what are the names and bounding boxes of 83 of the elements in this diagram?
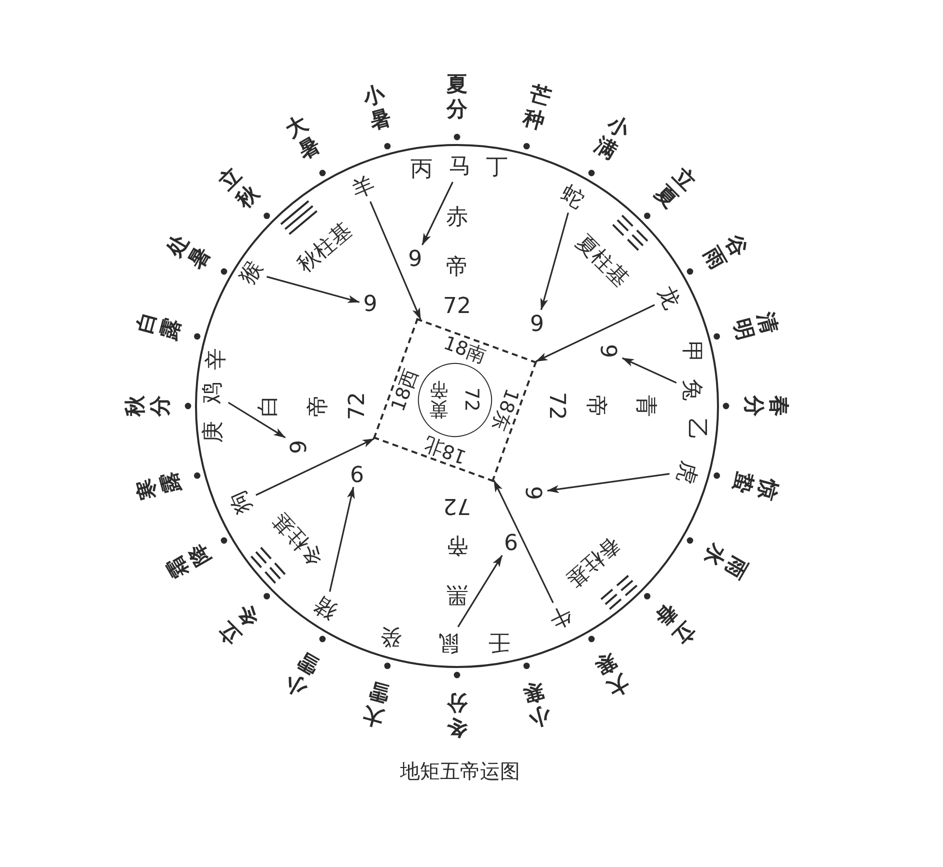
number-label: 9: [596, 344, 618, 358]
zodiac-animal-label: 兔: [680, 378, 702, 401]
emperor-label: 青帝: [584, 395, 656, 417]
arrow: [493, 480, 554, 604]
solar-term-label: 惊蛰: [730, 470, 780, 502]
zodiac-animal-label: 鼠: [438, 630, 460, 653]
stem-label: 甲: [680, 341, 702, 363]
arrow: [422, 182, 454, 246]
pillar-label: 秋柱基: [294, 220, 356, 276]
zodiac-animal-label: 羊: [350, 173, 379, 202]
number-label: 72: [443, 296, 471, 318]
solar-term-label: 雨水: [699, 540, 750, 582]
solar-term-label: 芒种: [520, 82, 554, 132]
zodiac-animal-label: 马: [448, 156, 471, 178]
pillar-label: 冬柱基: [268, 508, 327, 569]
emperor-label: 赤帝: [446, 207, 468, 279]
solar-term-label: 白露: [134, 310, 184, 342]
direction-label: 18西: [388, 366, 422, 414]
zodiac-animal-label: 蛇: [557, 182, 588, 213]
zodiac-animal-label: 猴: [236, 257, 267, 288]
stem-label: 壬: [488, 630, 510, 652]
stem-label: 乙: [684, 418, 707, 440]
arrow: [329, 486, 355, 592]
solar-term-label: 夏分: [446, 74, 468, 120]
number-label: 9: [363, 294, 378, 316]
stem-label: 辛: [206, 348, 228, 370]
solar-term-label: 大雪: [360, 680, 394, 730]
solar-term-label: 处暑: [164, 230, 215, 272]
number-label: 9: [289, 440, 312, 454]
number-label: 9: [521, 486, 544, 500]
solar-term-label: 立冬: [214, 600, 262, 648]
zodiac-animal-label: 狗: [228, 487, 257, 516]
number-label: 9: [504, 529, 518, 552]
stem-label: 庚: [203, 420, 226, 442]
number-label: 72: [545, 392, 567, 420]
solar-term-label: 谷雨: [699, 230, 750, 272]
arrow: [266, 276, 360, 303]
arrow: [540, 212, 569, 310]
solar-term-label: 冬分: [446, 692, 468, 738]
number-label: 9: [408, 248, 422, 271]
zodiac-animal-label: 牛: [544, 602, 574, 632]
emperor-label: 白帝: [258, 395, 330, 417]
stem-label: 丙: [410, 158, 433, 181]
solar-term-label: 立夏: [652, 164, 700, 212]
solar-term-label: 寒露: [134, 470, 184, 502]
zodiac-animal-label: 猪: [311, 592, 342, 622]
arrow: [370, 201, 422, 320]
number-label: 72: [443, 494, 471, 516]
caption: 地矩五帝运图: [400, 761, 520, 781]
arrow: [622, 357, 677, 384]
solar-term-label: 大寒: [590, 648, 632, 699]
solar-term-label: 立春: [652, 600, 700, 648]
solar-term-label: 小寒: [520, 680, 554, 730]
zodiac-animal-label: 鸡: [202, 382, 224, 404]
solar-term-label: 立秋: [214, 164, 262, 212]
number-label: 9: [350, 461, 364, 484]
solar-term-label: 霜降: [164, 540, 215, 582]
pillar-label: 春柱基: [562, 534, 624, 591]
number-label: 9: [530, 314, 544, 336]
direction-label: 18南: [441, 334, 488, 367]
zodiac-animal-label: 龙: [653, 284, 683, 314]
solar-term-label: 小雪: [282, 648, 324, 699]
direction-label: 18北: [422, 433, 469, 466]
arrow: [228, 402, 286, 438]
solar-term-label: 春分: [743, 396, 789, 416]
pillar-label: 夏柱基: [572, 231, 632, 291]
solar-term-label: 秋分: [125, 396, 171, 416]
emperor-label: 黑帝: [446, 533, 468, 605]
arrow: [536, 304, 655, 362]
stem-label: 癸: [380, 624, 402, 647]
direction-label: 18东: [488, 386, 522, 434]
solar-term-label: 小满: [590, 113, 632, 164]
number-label: 72: [462, 387, 481, 412]
stem-label: 丁: [486, 157, 508, 180]
arrow: [457, 554, 503, 628]
solar-term-label: 清明: [730, 310, 780, 342]
zodiac-animal-label: 虎: [672, 458, 700, 486]
emperor-label: 黄帝: [429, 378, 448, 418]
arrow: [546, 473, 670, 494]
solar-term-label: 小暑: [360, 82, 394, 132]
number-label: 72: [347, 392, 369, 420]
solar-term-label: 大暑: [282, 113, 324, 164]
arrow: [256, 438, 375, 496]
